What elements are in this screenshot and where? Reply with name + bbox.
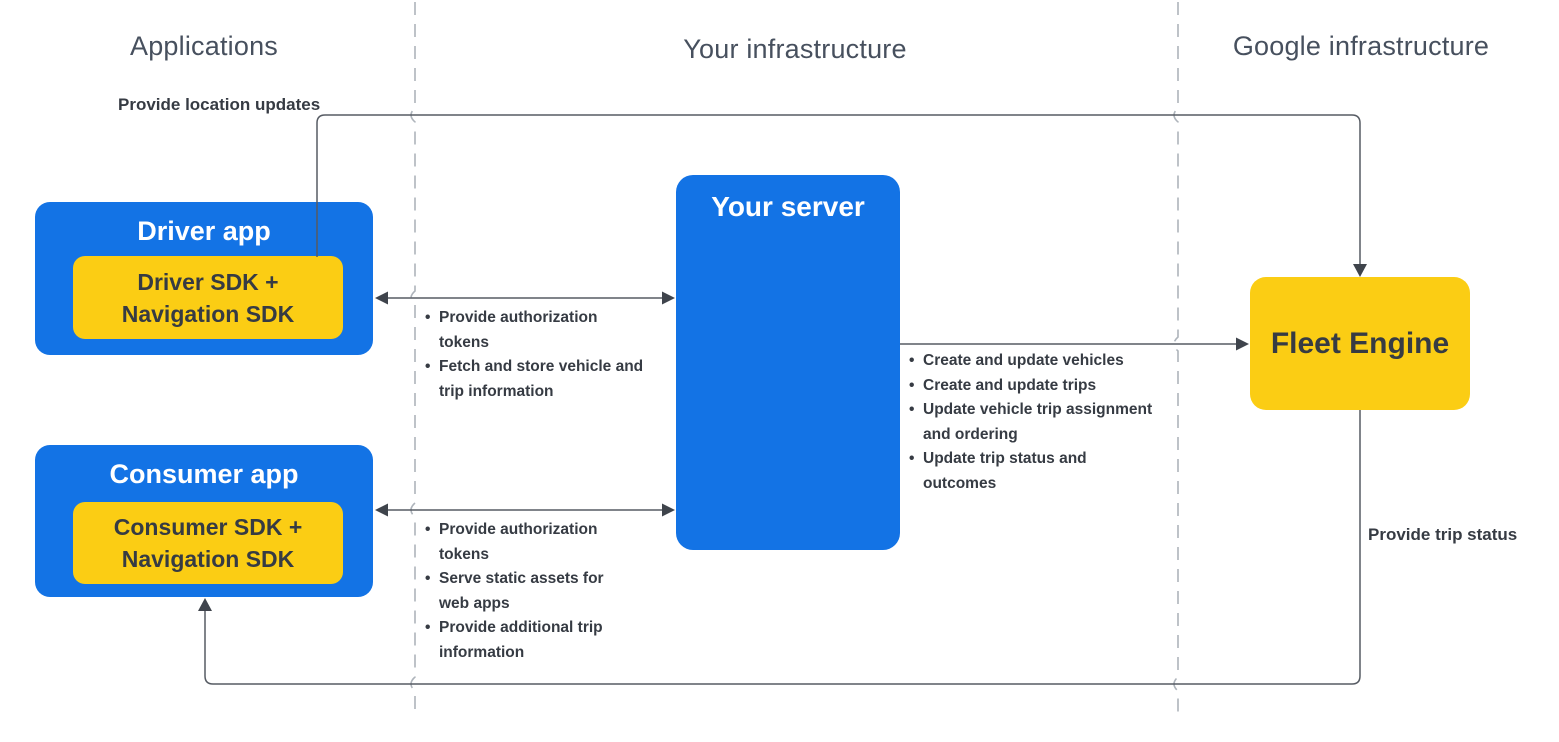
location-updates-label: Provide location updates <box>118 95 321 114</box>
column-header-your-infrastructure: Your infrastructure <box>683 34 907 64</box>
your-server-title: Your server <box>711 191 865 222</box>
driver-server-bullet-list: Provide authorization tokens Fetch and s… <box>424 306 649 404</box>
bullet-item: Serve static assets for web apps <box>424 567 624 616</box>
bullet-item: Update trip status and outcomes <box>908 447 1160 496</box>
arrowhead-into-driver-app <box>375 291 388 305</box>
bullet-item: Create and update trips <box>908 374 1160 399</box>
driver-sdk-label: Driver SDK + Navigation SDK <box>121 268 295 327</box>
consumer-app-title: Consumer app <box>109 459 299 489</box>
fleet-engine-title: Fleet Engine <box>1270 326 1450 360</box>
bullet-item: Fetch and store vehicle and trip informa… <box>424 355 649 404</box>
column-divider-right-dashed-line <box>1173 2 1179 716</box>
column-header-applications: Applications <box>130 31 278 61</box>
server-fleet-bullet-list: Create and update vehicles Create and up… <box>908 349 1160 496</box>
bullet-item: Update vehicle trip assignment and order… <box>908 398 1160 447</box>
driver-app-node: Driver app Driver SDK + Navigation SDK <box>35 202 373 355</box>
arrowhead-into-consumer-app <box>375 503 388 517</box>
fleet-engine-node: Fleet Engine <box>1250 277 1470 410</box>
bullet-item: Provide authorization tokens <box>424 518 624 567</box>
consumer-sdk-node: Consumer SDK + Navigation SDK <box>73 502 343 584</box>
trip-status-label: Provide trip status <box>1368 525 1518 544</box>
driver-sdk-node: Driver SDK + Navigation SDK <box>73 256 343 339</box>
column-divider-left-dashed-line <box>410 2 416 716</box>
consumer-server-bullet-list: Provide authorization tokens Serve stati… <box>424 518 624 665</box>
bullet-item: Provide additional trip information <box>424 616 624 665</box>
arrowhead-into-fleet-engine-left <box>1236 337 1249 351</box>
your-server-node: Your server <box>676 175 900 550</box>
driver-app-title: Driver app <box>137 216 271 246</box>
arrowhead-into-consumer-app-bottom <box>198 598 212 611</box>
arrowhead-into-fleet-engine-top <box>1353 264 1367 277</box>
arrowhead-into-your-server-lower <box>662 503 675 517</box>
consumer-sdk-label: Consumer SDK + Navigation SDK <box>113 514 303 572</box>
arrowhead-into-your-server-upper <box>662 291 675 305</box>
consumer-app-node: Consumer app Consumer SDK + Navigation S… <box>35 445 373 597</box>
column-header-google-infrastructure: Google infrastructure <box>1232 31 1490 61</box>
bullet-item: Provide authorization tokens <box>424 306 649 355</box>
bullet-item: Create and update vehicles <box>908 349 1160 374</box>
